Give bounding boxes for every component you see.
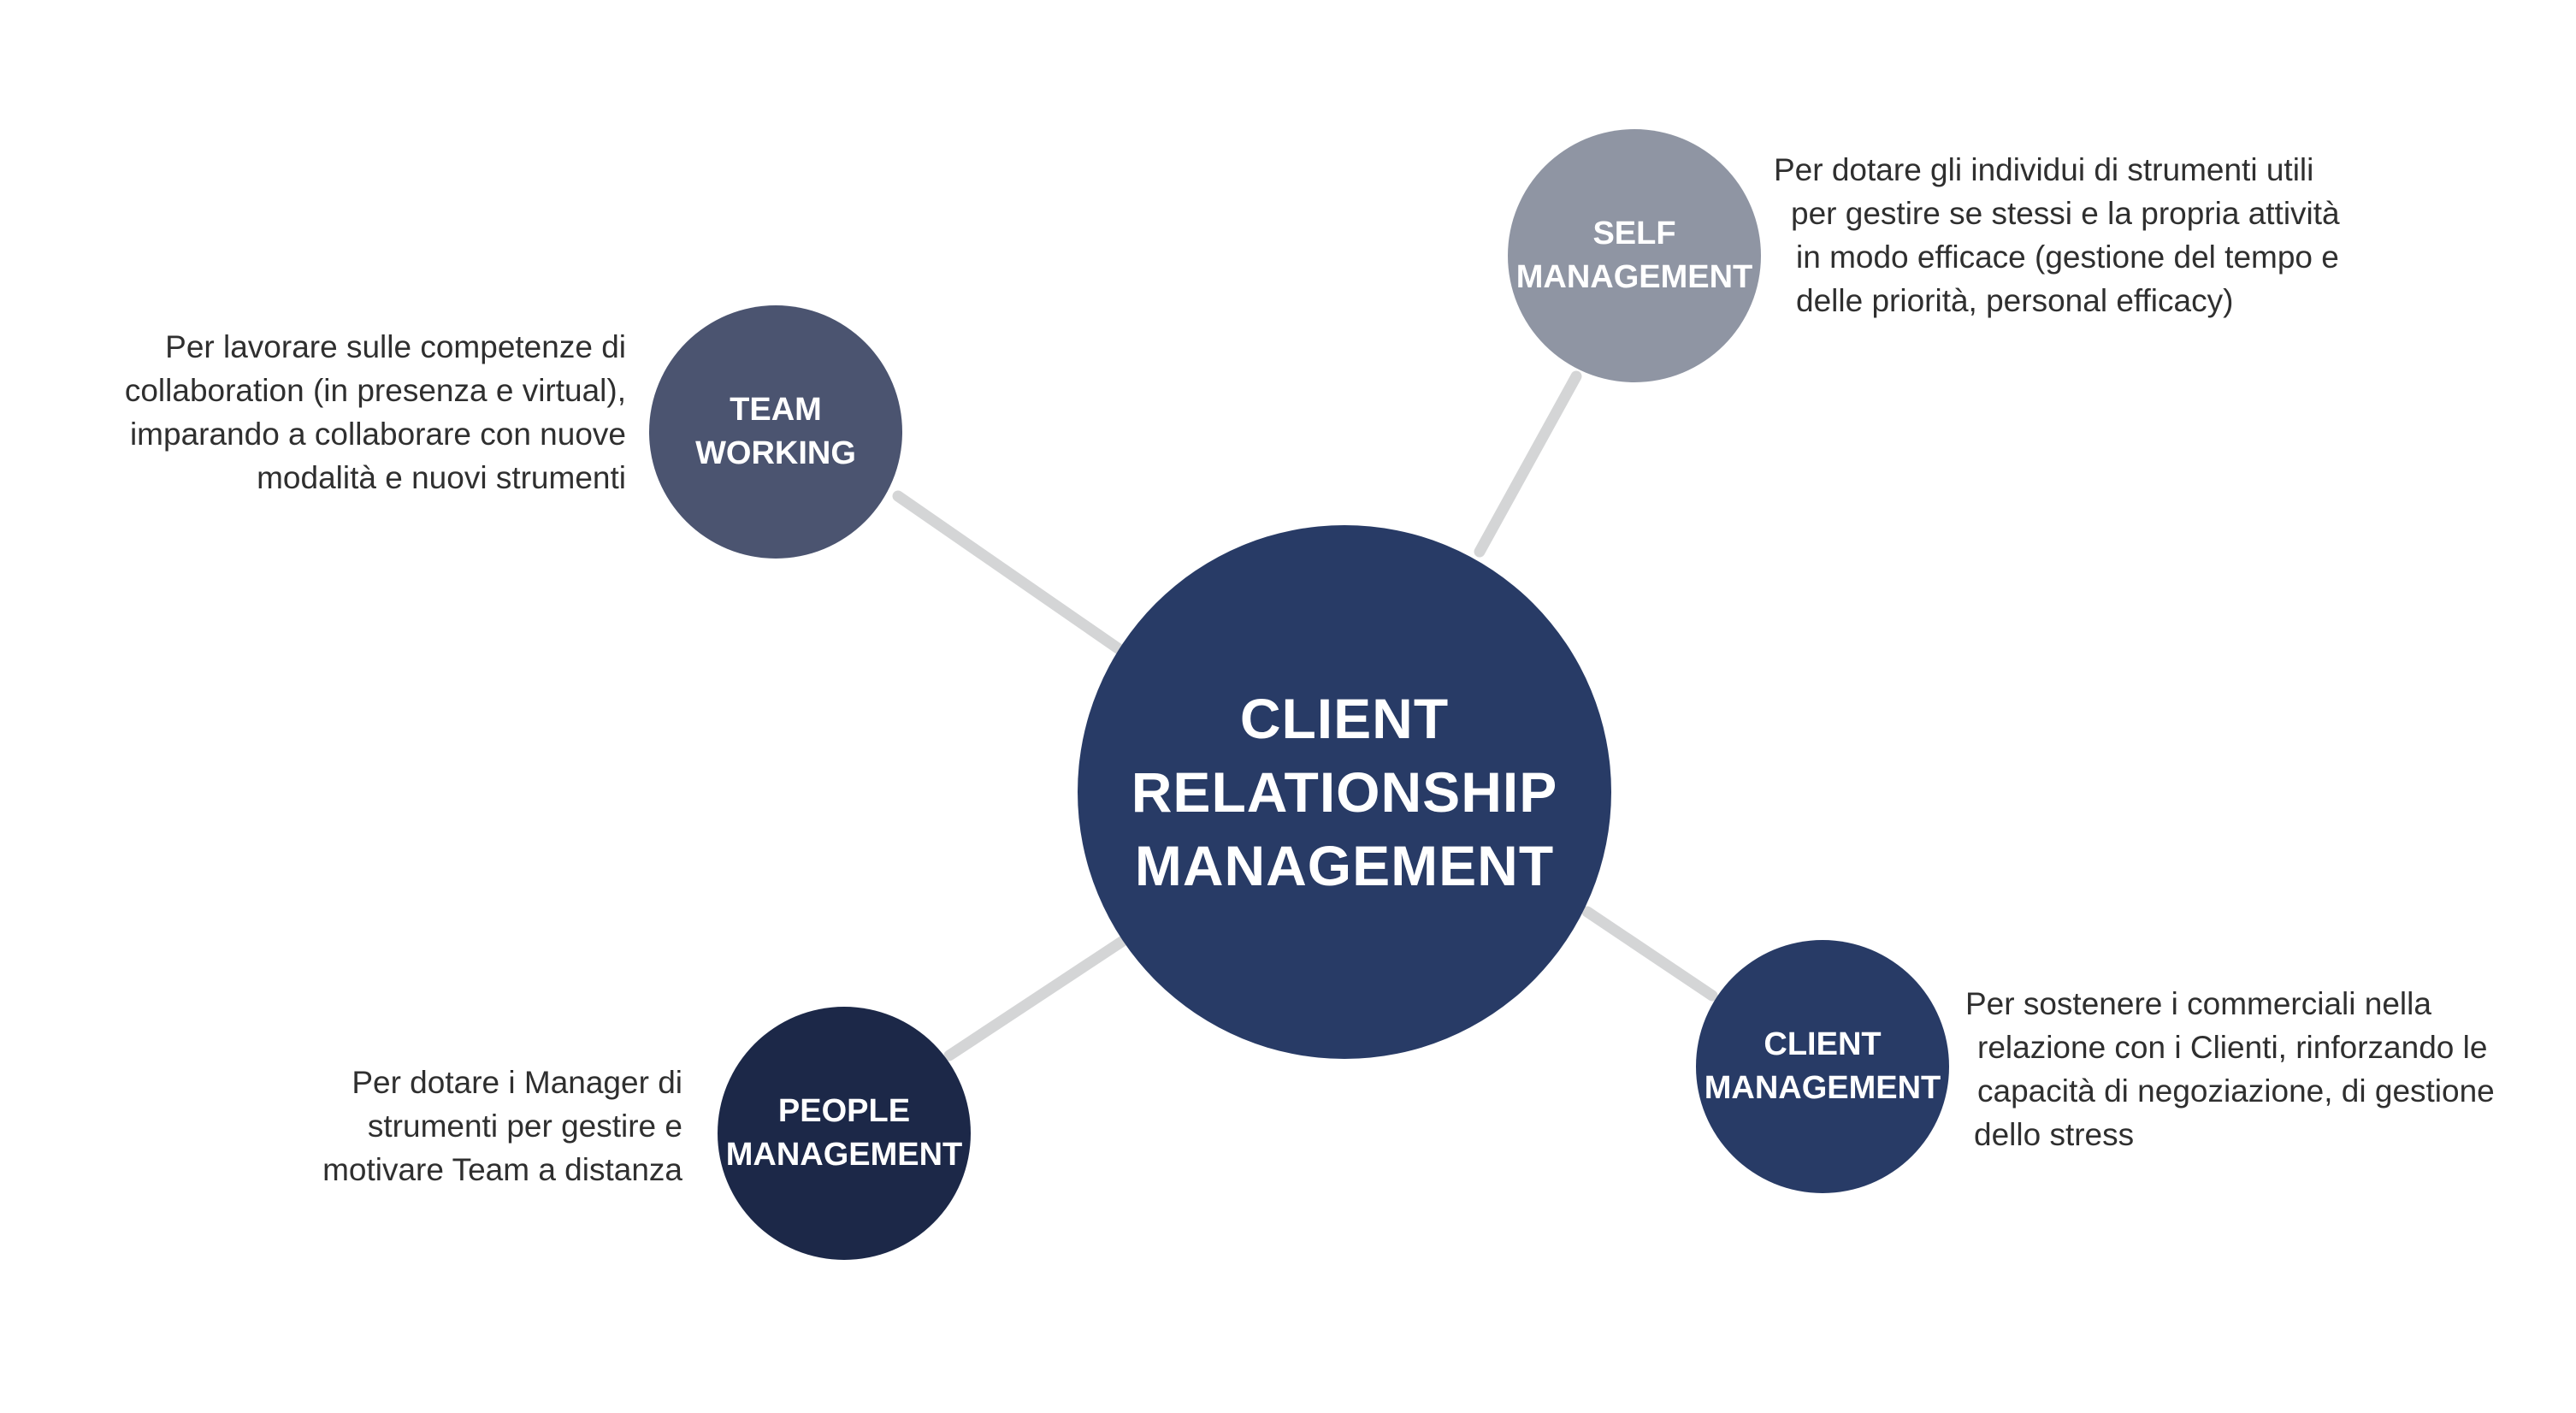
connector-people-management — [943, 933, 1131, 1061]
people-management-description-line: strumenti per gestire e — [367, 1109, 682, 1144]
client-management-node: CLIENT MANAGEMENT — [1696, 940, 1949, 1193]
client-management-description-line: capacità di negoziazione, di gestione — [1977, 1073, 2495, 1109]
team-working-description: Per lavorare sulle competenze di collabo… — [125, 325, 626, 500]
self-management-label-line-2: MANAGEMENT — [1515, 259, 1753, 295]
self-management-description-line: Per dotare gli individui di strumenti ut… — [1774, 152, 2314, 187]
self-management-label-line-1: SELF — [1592, 216, 1676, 251]
people-management-description-line: motivare Team a distanza — [322, 1152, 682, 1187]
client-management-description-line: relazione con i Clienti, rinforzando le — [1977, 1030, 2488, 1065]
self-management-description-line: in modo efficace (gestione del tempo e — [1796, 239, 2339, 275]
client-management-label-line-2: MANAGEMENT — [1704, 1070, 1941, 1106]
people-management-node: PEOPLE MANAGEMENT — [718, 1007, 971, 1260]
team-working-description-line: collaboration (in presenza e virtual), — [124, 373, 626, 408]
client-management-description: Per sostenere i commerciali nella relazi… — [1965, 982, 2495, 1156]
client-management-label-line-1: CLIENT — [1764, 1026, 1882, 1062]
hub-title-line-3: MANAGEMENT — [1134, 834, 1555, 897]
client-management-description-line: dello stress — [1974, 1117, 2135, 1152]
self-management-description-line: per gestire se stessi e la propria attiv… — [1791, 196, 2340, 231]
self-management-description-line: delle priorità, personal efficacy) — [1796, 283, 2234, 318]
team-working-label-line-2: WORKING — [695, 435, 856, 471]
client-management-description-line: Per sostenere i commerciali nella — [1965, 986, 2431, 1021]
people-management-description: Per dotare i Manager di strumenti per ge… — [322, 1061, 682, 1191]
self-management-description: Per dotare gli individui di strumenti ut… — [1774, 148, 2340, 322]
team-working-description-line: modalità e nuovi strumenti — [257, 460, 626, 495]
people-management-label-line-1: PEOPLE — [777, 1093, 911, 1129]
team-working-label-line-1: TEAM — [730, 392, 822, 428]
people-management-description-line: Per dotare i Manager di — [352, 1065, 682, 1100]
team-working-description-line: imparando a collaborare con nuove — [129, 417, 626, 452]
team-working-node: TEAM WORKING — [649, 305, 902, 559]
client-relationship-management-hub: CLIENT RELATIONSHIP MANAGEMENT — [1078, 525, 1611, 1059]
self-management-node: SELF MANAGEMENT — [1508, 129, 1761, 382]
connector-self-management — [1474, 370, 1582, 558]
people-management-label-line-2: MANAGEMENT — [725, 1137, 963, 1173]
connector-client-management — [1581, 906, 1718, 1002]
connector-team-working — [892, 490, 1126, 656]
hub-title-line-2: RELATIONSHIP — [1131, 760, 1558, 824]
team-working-description-line: Per lavorare sulle competenze di — [165, 329, 626, 364]
hub-title-line-1: CLIENT — [1239, 687, 1450, 750]
